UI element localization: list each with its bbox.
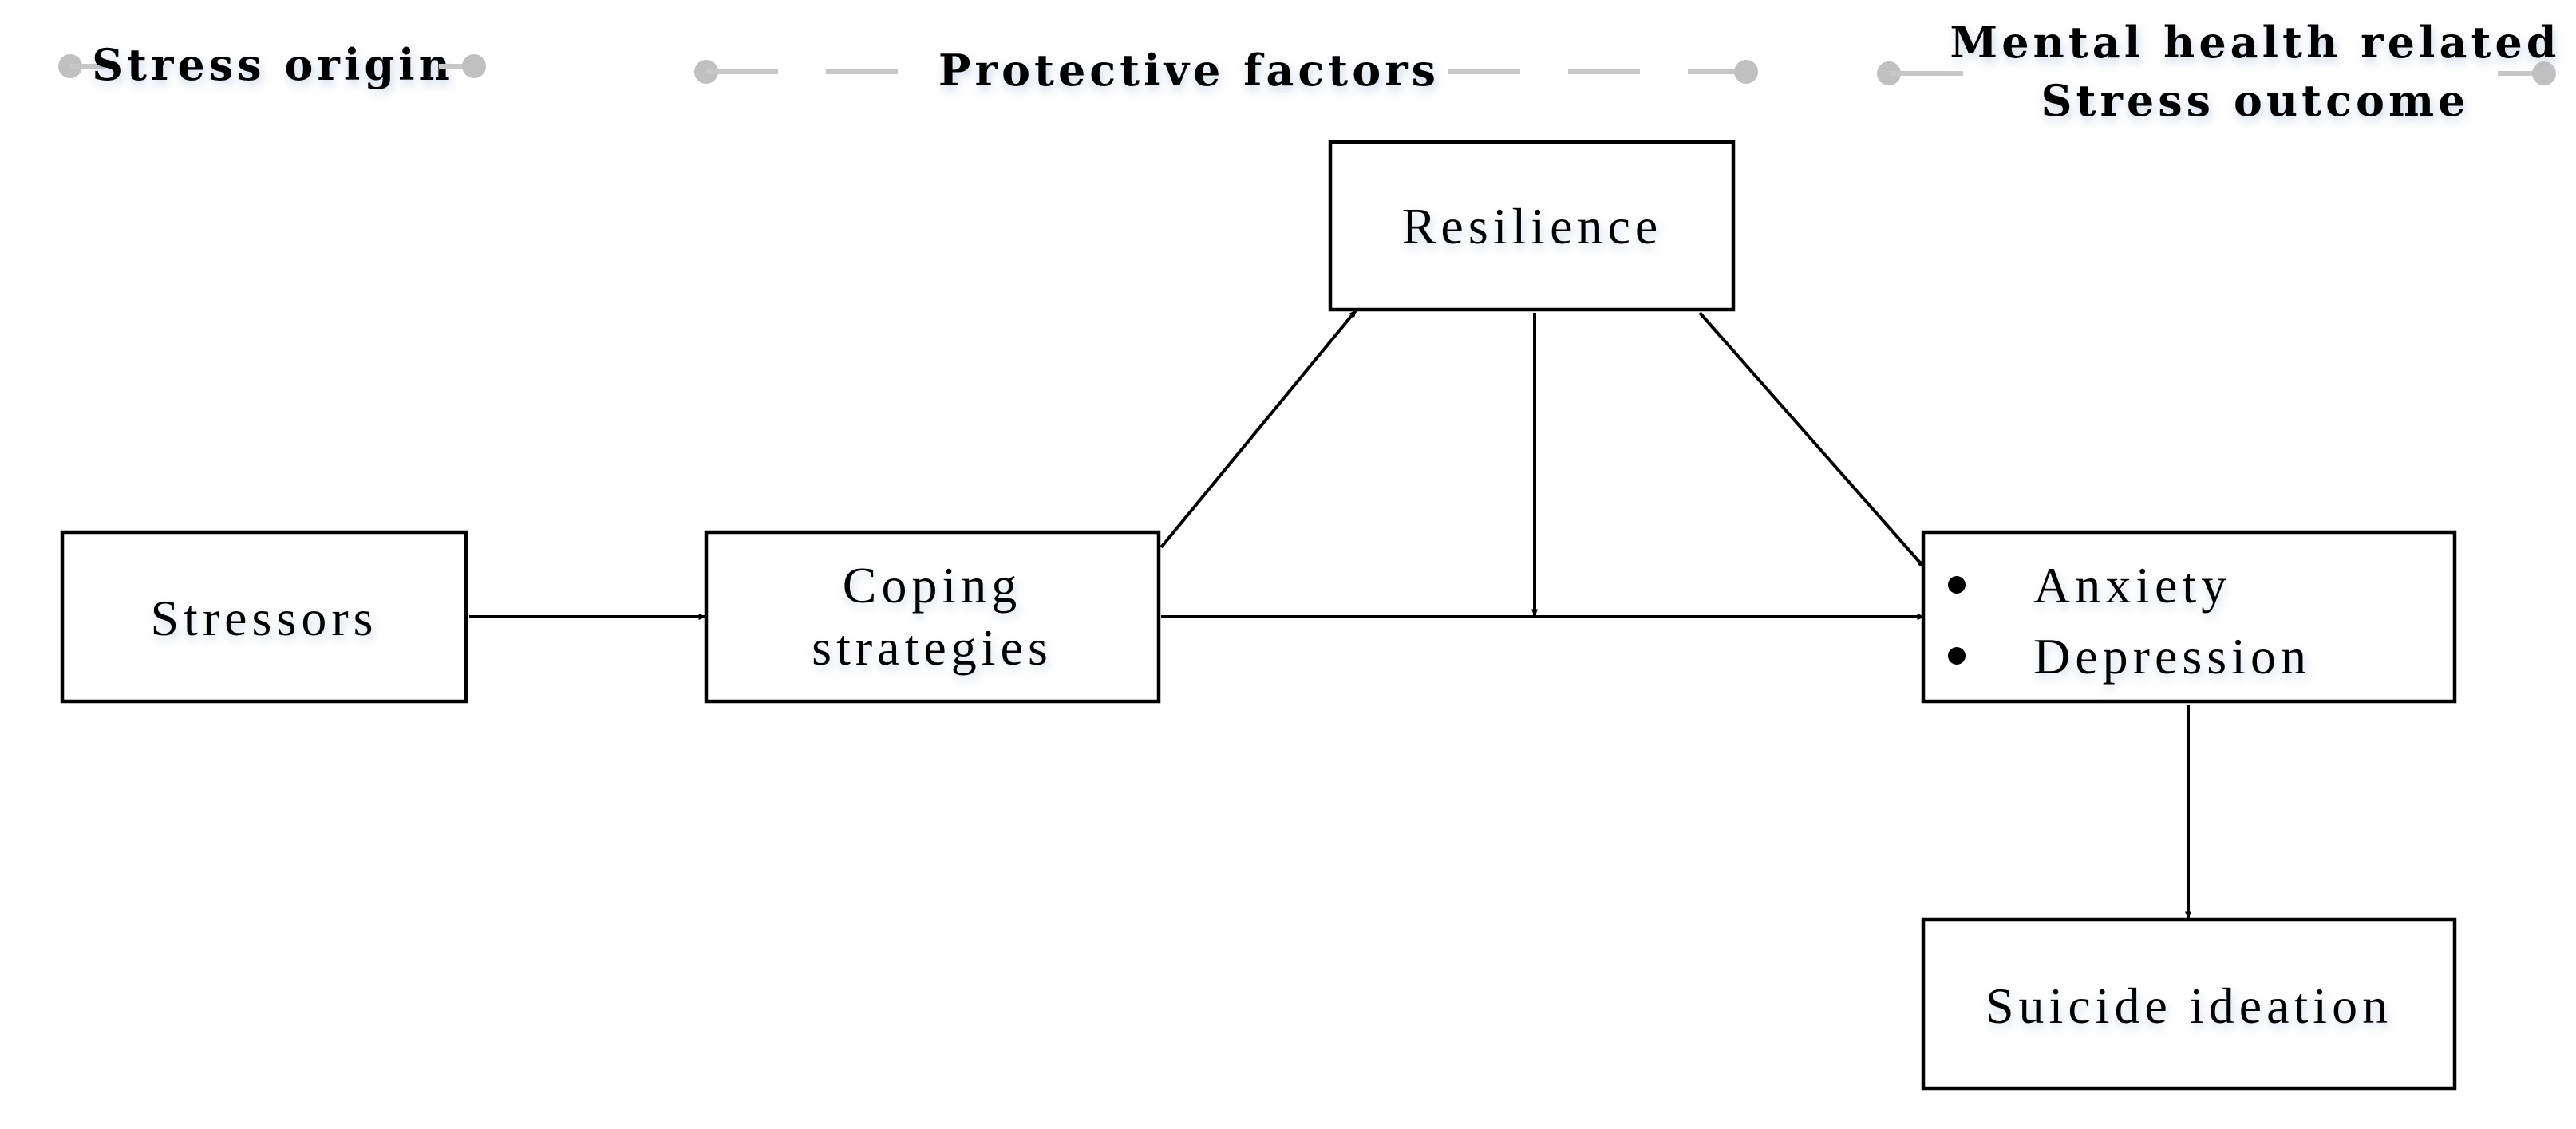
node-anxiety-depression: Anxiety Depression [1921,530,2457,704]
bullet-icon [1948,576,1966,594]
node-anxiety-depression-box [1921,530,2457,704]
node-suicide-ideation-box [1921,917,2457,1091]
guide-dot-right [462,54,486,78]
header-stress-outcome: Mental health related Stress outcome [1877,17,2560,126]
node-depression-label: Depression [2033,628,2311,685]
guide-dot-right [1734,60,1758,84]
edges [469,308,2191,920]
node-resilience-label: Resilience [1402,198,1663,255]
node-suicide-ideation: Suicide ideation [1921,917,2457,1091]
edge-resilience-to-anxiety-depression [1698,311,1926,570]
node-resilience: Resilience [1328,140,1736,312]
header-label-stress-origin: Stress origin [92,39,454,90]
node-suicide-ideation-label: Suicide ideation [1985,977,2392,1034]
node-stressors-label: Stressors [150,590,377,646]
header-stress-origin: Stress origin [58,39,486,90]
node-anxiety-label: Anxiety [2033,557,2231,614]
edge-coping-to-resilience [1160,308,1358,549]
header-label-protective-factors: Protective factors [938,45,1440,96]
bullet-icon [1948,647,1966,665]
node-coping-label-line2: strategies [812,619,1053,676]
header-label-outcome-line1: Mental health related [1950,17,2560,68]
node-coping-box [704,530,1161,704]
node-stressors-box [60,530,468,704]
node-coping-label-line1: Coping [843,557,1021,614]
header-protective-factors: Protective factors [694,45,1758,96]
node-coping-strategies: Coping strategies [704,530,1161,704]
node-resilience-box [1328,140,1736,312]
header-label-outcome-line2: Stress outcome [2041,75,2470,126]
guide-dot-right [2532,61,2556,85]
node-stressors: Stressors [60,530,468,704]
